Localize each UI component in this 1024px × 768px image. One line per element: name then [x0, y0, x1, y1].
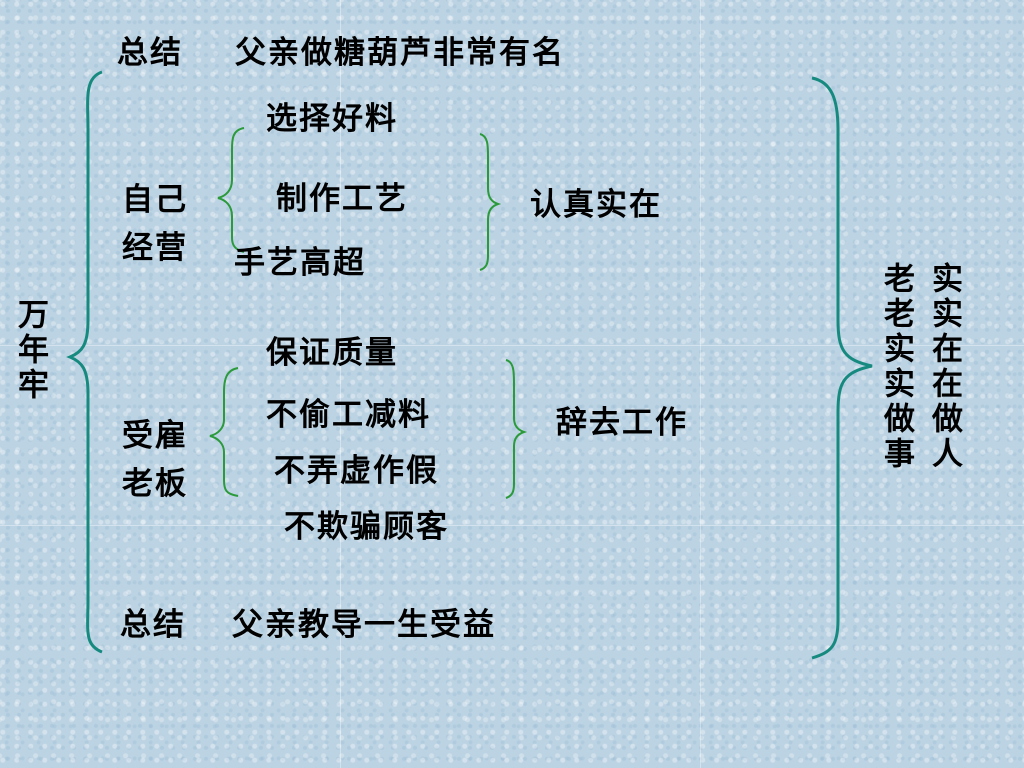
self-item: 制作工艺 [276, 181, 408, 217]
employed-item: 不弄虚作假 [274, 453, 439, 489]
self-group-label: 自己 经营 [122, 176, 202, 272]
summary-bottom-label: 总结 [120, 607, 186, 643]
employed-item: 不欺骗顾客 [284, 509, 449, 545]
background-grid-line [700, 0, 701, 768]
self-result: 认真实在 [530, 187, 662, 223]
background-grid-line [340, 0, 341, 768]
employed-item: 保证质量 [266, 335, 398, 371]
employed-label-line1: 受雇 [122, 418, 188, 454]
self-label-line1: 自己 [122, 182, 188, 218]
employed-item: 不偷工减料 [266, 397, 431, 433]
employed-label-line2: 老板 [122, 466, 188, 502]
employed-right-brace [505, 359, 528, 499]
summary-top-label: 总结 [117, 35, 183, 71]
outer-right-brace [811, 76, 873, 660]
right-vertical-col1: 实实在在做人 [926, 262, 962, 472]
employed-result: 辞去工作 [556, 405, 688, 441]
summary-top-text: 父亲做糖葫芦非常有名 [235, 35, 565, 71]
self-right-brace [479, 133, 502, 271]
summary-bottom-text: 父亲教导一生受益 [232, 607, 496, 643]
background-grid-line [0, 345, 1024, 346]
right-vertical-col2: 老老实实做事 [878, 262, 914, 472]
left-vertical-title: 万年牢 [12, 298, 48, 403]
background-grid-line [0, 525, 1024, 526]
employed-left-brace [209, 367, 239, 497]
self-label-line2: 经营 [122, 230, 188, 266]
self-item: 选择好料 [266, 101, 398, 137]
outer-left-brace [66, 70, 103, 654]
self-left-brace [217, 127, 245, 253]
self-item: 手艺高超 [234, 245, 366, 281]
employed-group-label: 受雇 老板 [122, 412, 202, 508]
